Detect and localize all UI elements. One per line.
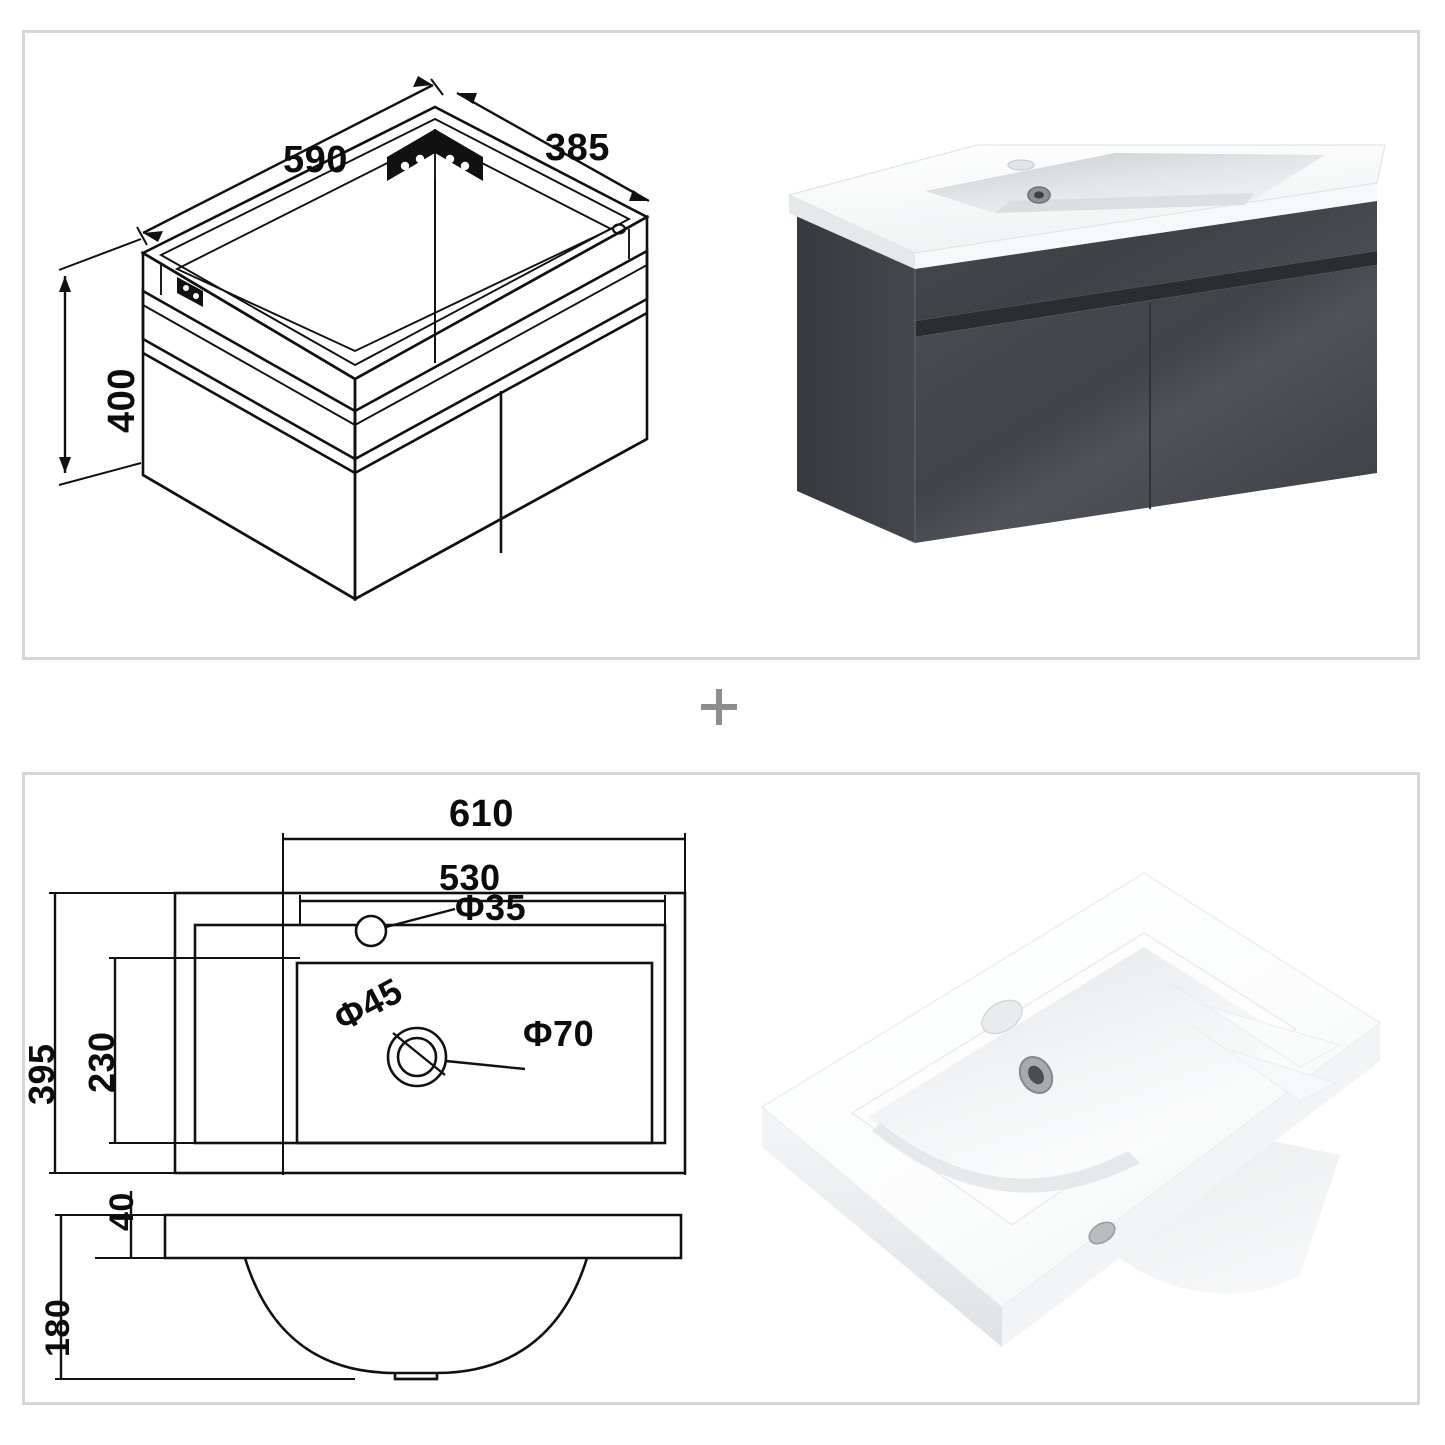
waste-hole-inner-circle-icon (396, 1036, 438, 1078)
dim-395 (49, 892, 61, 1174)
plus-separator (695, 683, 743, 731)
tap-hole-circle-icon (354, 914, 388, 948)
dim-label-590: 590 (283, 139, 348, 181)
dim-label-395: 395 (21, 1043, 62, 1105)
basin-section-drawing (55, 1191, 683, 1381)
dim-label-400: 400 (101, 368, 143, 433)
basin-rim-profile (163, 1213, 683, 1260)
panel-basin: 610 530 395 230 Φ35 Φ45 Φ70 (21, 772, 1420, 1405)
dim-label-610: 610 (449, 793, 514, 835)
dim-label-40: 40 (103, 1192, 141, 1231)
waste-chrome-icon (1088, 1221, 1116, 1245)
dim-590 (142, 76, 434, 242)
basin-bowl-outline (295, 961, 654, 1145)
corner-bracket-small-icon (177, 277, 203, 307)
panel-cabinet: 590 385 400 (22, 30, 1420, 660)
tap-hole-icon (1007, 159, 1035, 171)
dim-label-530: 530 (439, 857, 501, 898)
basin-plan-drawing (49, 833, 687, 1175)
vanity-cabinet-photo (787, 144, 1386, 543)
corner-bracket-icon (387, 129, 483, 181)
dim-385 (456, 91, 650, 203)
basin-photo (760, 872, 1382, 1347)
dim-400 (59, 276, 71, 473)
basin-outline (173, 891, 687, 1175)
dim-label-180: 180 (39, 1298, 77, 1357)
tap-hole-icon (981, 999, 1023, 1035)
dim-label-phi70: Φ70 (523, 1013, 595, 1054)
dim-label-230: 230 (81, 1031, 122, 1093)
basin-bowl-profile (243, 1257, 589, 1375)
dim-label-385: 385 (545, 127, 610, 169)
cam-hole-icon (611, 223, 627, 235)
cabinet-technical-drawing (58, 76, 650, 602)
dim-label-phi35: Φ35 (455, 887, 527, 928)
plus-vertical-bar (716, 689, 722, 725)
